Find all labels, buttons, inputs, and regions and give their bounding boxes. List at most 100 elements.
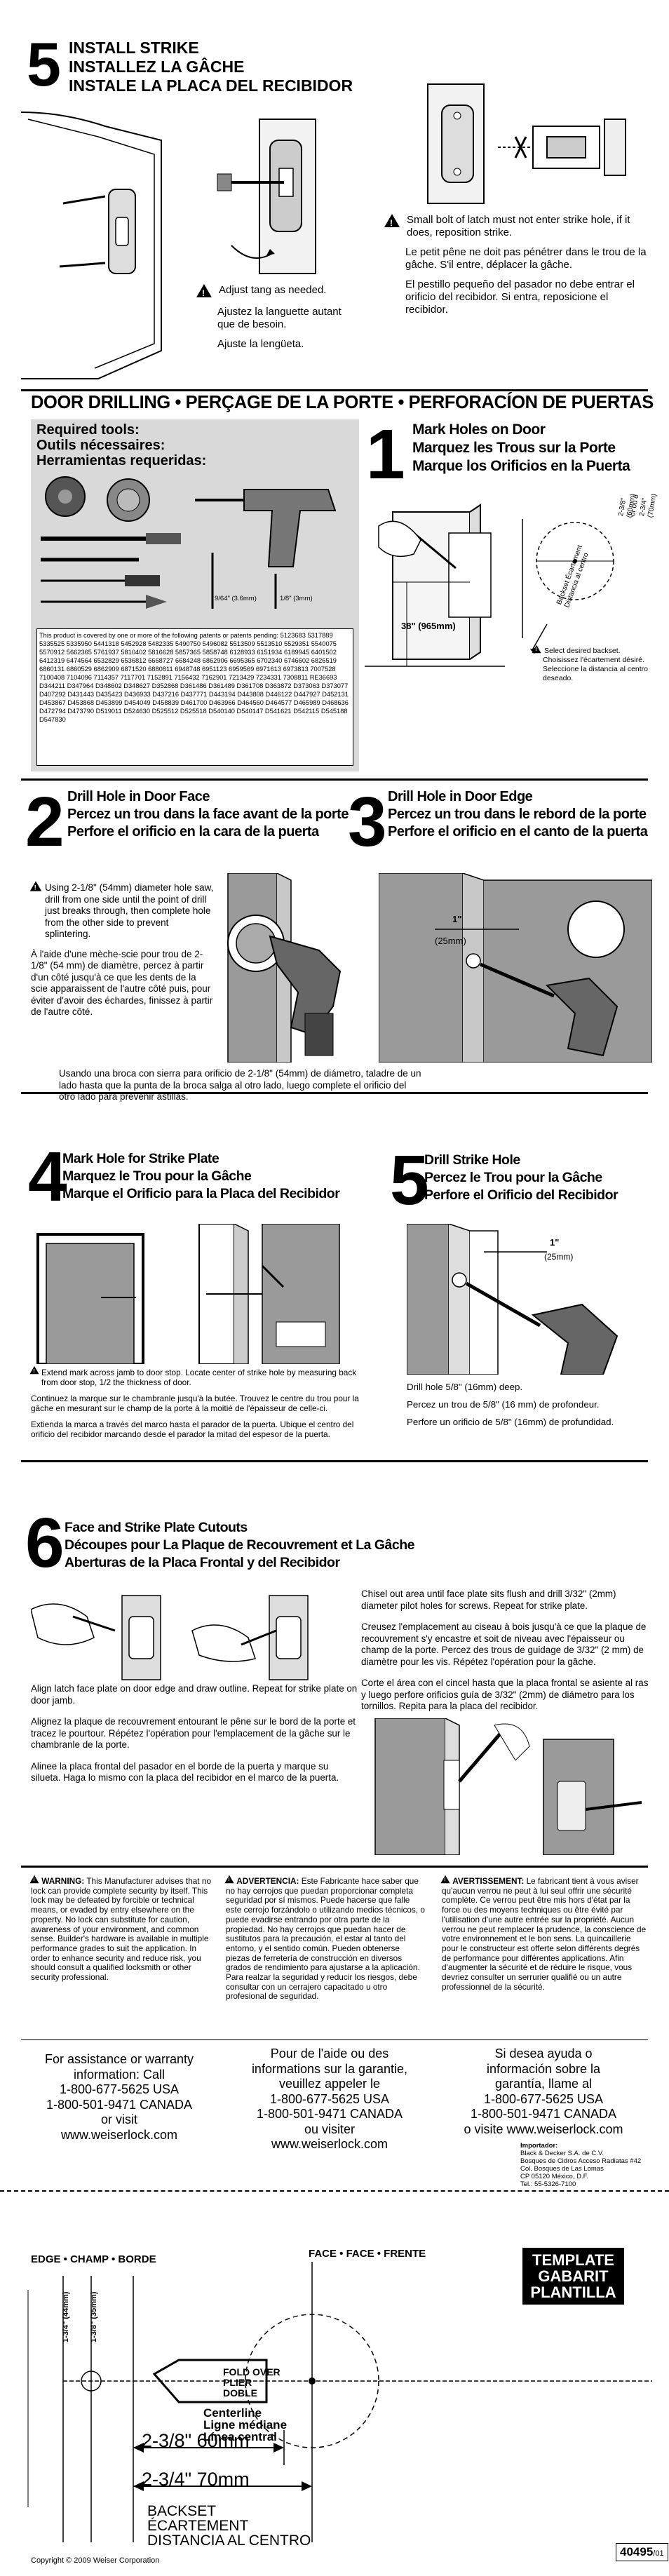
text-line: GABARIT [538, 2267, 609, 2285]
text-line: PLANTILLA [530, 2284, 616, 2301]
step1-fr: Marquez les Trous sur la Porte [412, 440, 616, 456]
adjust-text-fr: Ajustez la languette autant que de besoi… [217, 306, 342, 330]
text-line: información sobre la [486, 2061, 601, 2076]
step2-es: Perfore el orificio en la cara de la pue… [67, 824, 319, 839]
text-line: 1-800-501-9471 CANADA [256, 2107, 403, 2121]
step6-right-en: Chisel out area until face plate sits fl… [361, 1589, 616, 1611]
step1-en: Mark Holes on Door [412, 422, 546, 438]
importer-info: Importador: Black & Decker S.A. de C.V. … [520, 2142, 650, 2188]
step3-en: Drill Hole in Door Edge [388, 789, 533, 804]
title-en: INSTALL STRIKE [69, 39, 199, 57]
step2-en: Drill Hole in Door Face [67, 789, 210, 804]
divider [21, 389, 648, 391]
step6-right-fr: Creusez l'emplacement au ciseau à bois j… [361, 1621, 647, 1667]
warning-title-en: WARNING: [41, 1876, 85, 1886]
text-line: 1-800-677-5625 USA [59, 2082, 180, 2096]
step3-fr: Percez un trou dans le rebord de la port… [388, 807, 647, 822]
edge-dim-25mm: (25mm) [435, 936, 466, 946]
step6-left-text: Align latch face plate on door edge and … [31, 1683, 360, 1784]
step5-text-en: Drill hole 5/8" (16mm) deep. [407, 1382, 523, 1392]
warning-en: WARNING: This Manufacturer advises that … [29, 1875, 217, 1983]
text-line: Black & Decker S.A. de C.V. [520, 2150, 604, 2157]
step6-left-fr: Alignez la plaque de recouvrement entour… [31, 1716, 356, 1750]
install-strike-illustration [21, 112, 316, 379]
text-line: DISTANCIA AL CENTRO [147, 2533, 311, 2549]
text-line: 1-800-501-9471 CANADA [46, 2097, 193, 2112]
step-number-6: 6 [25, 1504, 65, 1582]
step-number-3: 3 [348, 783, 387, 861]
text-line: BACKSET [147, 2503, 217, 2519]
text-line: TEMPLATE [532, 2251, 614, 2269]
step2-title: Drill Hole in Door Face Percez un trou d… [67, 788, 349, 841]
latch-text-es: El pestillo pequeño del pasador no debe … [405, 278, 635, 316]
text-line: Ligne médiane [203, 2418, 288, 2432]
website-link[interactable]: www.weiserlock.com [271, 2137, 388, 2151]
cut-line [0, 2190, 669, 2192]
required-tools-box: Required tools: Outils nécessaires: Herr… [31, 419, 359, 771]
step2-text-es: Usando una broca con sierra para orifici… [59, 1068, 421, 1102]
centerline-label: Centerline Ligne médiane Línea central [203, 2407, 287, 2443]
latch-text-en: Small bolt of latch must not enter strik… [407, 214, 630, 238]
divider [21, 1460, 648, 1462]
step-number-install-strike: 5 [27, 29, 61, 99]
step5-en: Drill Strike Hole [424, 1152, 520, 1168]
step4-text-en: Extend mark across jamb to door stop. Lo… [41, 1368, 357, 1387]
warning-title-es: ADVERTENCIA: [236, 1876, 299, 1886]
divider [21, 778, 648, 781]
warning-icon [29, 881, 42, 892]
bit1-label: 9/64" (3.6mm) [215, 595, 257, 602]
step4-text-fr: Continuez la marque sur le chambranle ju… [31, 1394, 359, 1413]
step6-en: Face and Strike Plate Cutouts [65, 1520, 248, 1535]
text-line: veuillez appeler le [278, 2077, 381, 2091]
warning-es: ADVERTENCIA: Este Fabricante hace saber … [224, 1875, 426, 2002]
height-38: 38" (965mm) [401, 621, 456, 631]
adjust-text-es: Ajuste la lengüeta. [217, 338, 304, 350]
door-drilling-header: DOOR DRILLING • PERÇAGE DE LA PORTE • PE… [31, 393, 654, 412]
face-plate-illustration [31, 1595, 309, 1680]
warning-icon [196, 284, 212, 299]
text-line: DOBLE [223, 2387, 257, 2399]
warning-text-es: Este Fabricante hace saber que no hay ce… [226, 1876, 425, 2002]
website-link[interactable]: www.weiserlock.com [60, 2127, 178, 2142]
text-line: Importador: [520, 2142, 558, 2150]
bit2-label: 1/8" (3mm) [280, 595, 313, 602]
text-line: ou visiter [304, 2122, 356, 2136]
step1-title: Mark Holes on Door Marquez les Trous sur… [412, 421, 630, 476]
step6-title: Face and Strike Plate Cutouts Découpes p… [65, 1519, 414, 1572]
title-es: INSTALE LA PLACA DEL RECIBIDOR [69, 76, 353, 95]
text-line: or visit [100, 2112, 137, 2126]
text-line: Bosques de Cidros Acceso Radiatas #42 [520, 2157, 642, 2165]
tools-fr: Outils nécessaires: [36, 438, 165, 453]
fold-over-label: FOLD OVER PLIER DOBLE [223, 2367, 281, 2399]
divider [21, 2039, 648, 2040]
backset-70mm: 2-3/4" 70mm [142, 2469, 250, 2490]
step5-text-es: Perfore un orificio de 5/8" (16mm) de pr… [407, 1417, 614, 1427]
text-line: Si desea ayuda o [494, 2046, 593, 2061]
text-line: 40495 [620, 2545, 654, 2558]
warning-icon [29, 1875, 39, 1884]
step6-fr: Découpes pour La Plaque de Recouvrement … [65, 1537, 414, 1553]
tools-illustration [41, 476, 337, 609]
step3-es: Perfore el orificio en el canto de la pu… [388, 824, 648, 839]
text-line: Tel.: 55-5326-7100 [520, 2180, 576, 2188]
template-dim-1: 1-3/4" (44mm) [62, 2291, 70, 2342]
step6-es: Aberturas de la Placa Frontal y del Reci… [65, 1555, 340, 1570]
step6-left-en: Align latch face plate on door edge and … [31, 1683, 358, 1706]
text-line: FOLD OVER [223, 2366, 281, 2378]
part-number: 40495/01 [616, 2543, 668, 2561]
text-line: For assistance or warranty [44, 2052, 194, 2066]
step-number-2: 2 [25, 783, 65, 861]
edge-dim-1in: 1" [452, 914, 462, 924]
install-strike-title: INSTALL STRIKE INSTALLEZ LA GÂCHE INSTAL… [69, 39, 353, 95]
website-link[interactable]: o visite www.weiserlock.com [464, 2122, 623, 2136]
latch-strike-check-illustration [427, 83, 626, 204]
step1-es: Marque los Orificios en la Puerta [412, 458, 630, 474]
warning-text-fr: Le fabricant tient à vous aviser qu'aucu… [442, 1876, 647, 1992]
warning-icon [384, 214, 400, 229]
step5-text: Drill hole 5/8" (16mm) deep. Percez un t… [407, 1382, 652, 1428]
step5-text-fr: Percez un trou de 5/8" (16 mm) de profon… [407, 1399, 600, 1410]
latch-text-fr: Le petit pêne ne doit pas pénétrer dans … [405, 246, 647, 271]
chisel-illustration [374, 1718, 642, 1855]
text-line: informations sur la garantie, [251, 2061, 408, 2076]
step6-right-es: Corte el área con el cincel hasta que la… [361, 1678, 649, 1711]
